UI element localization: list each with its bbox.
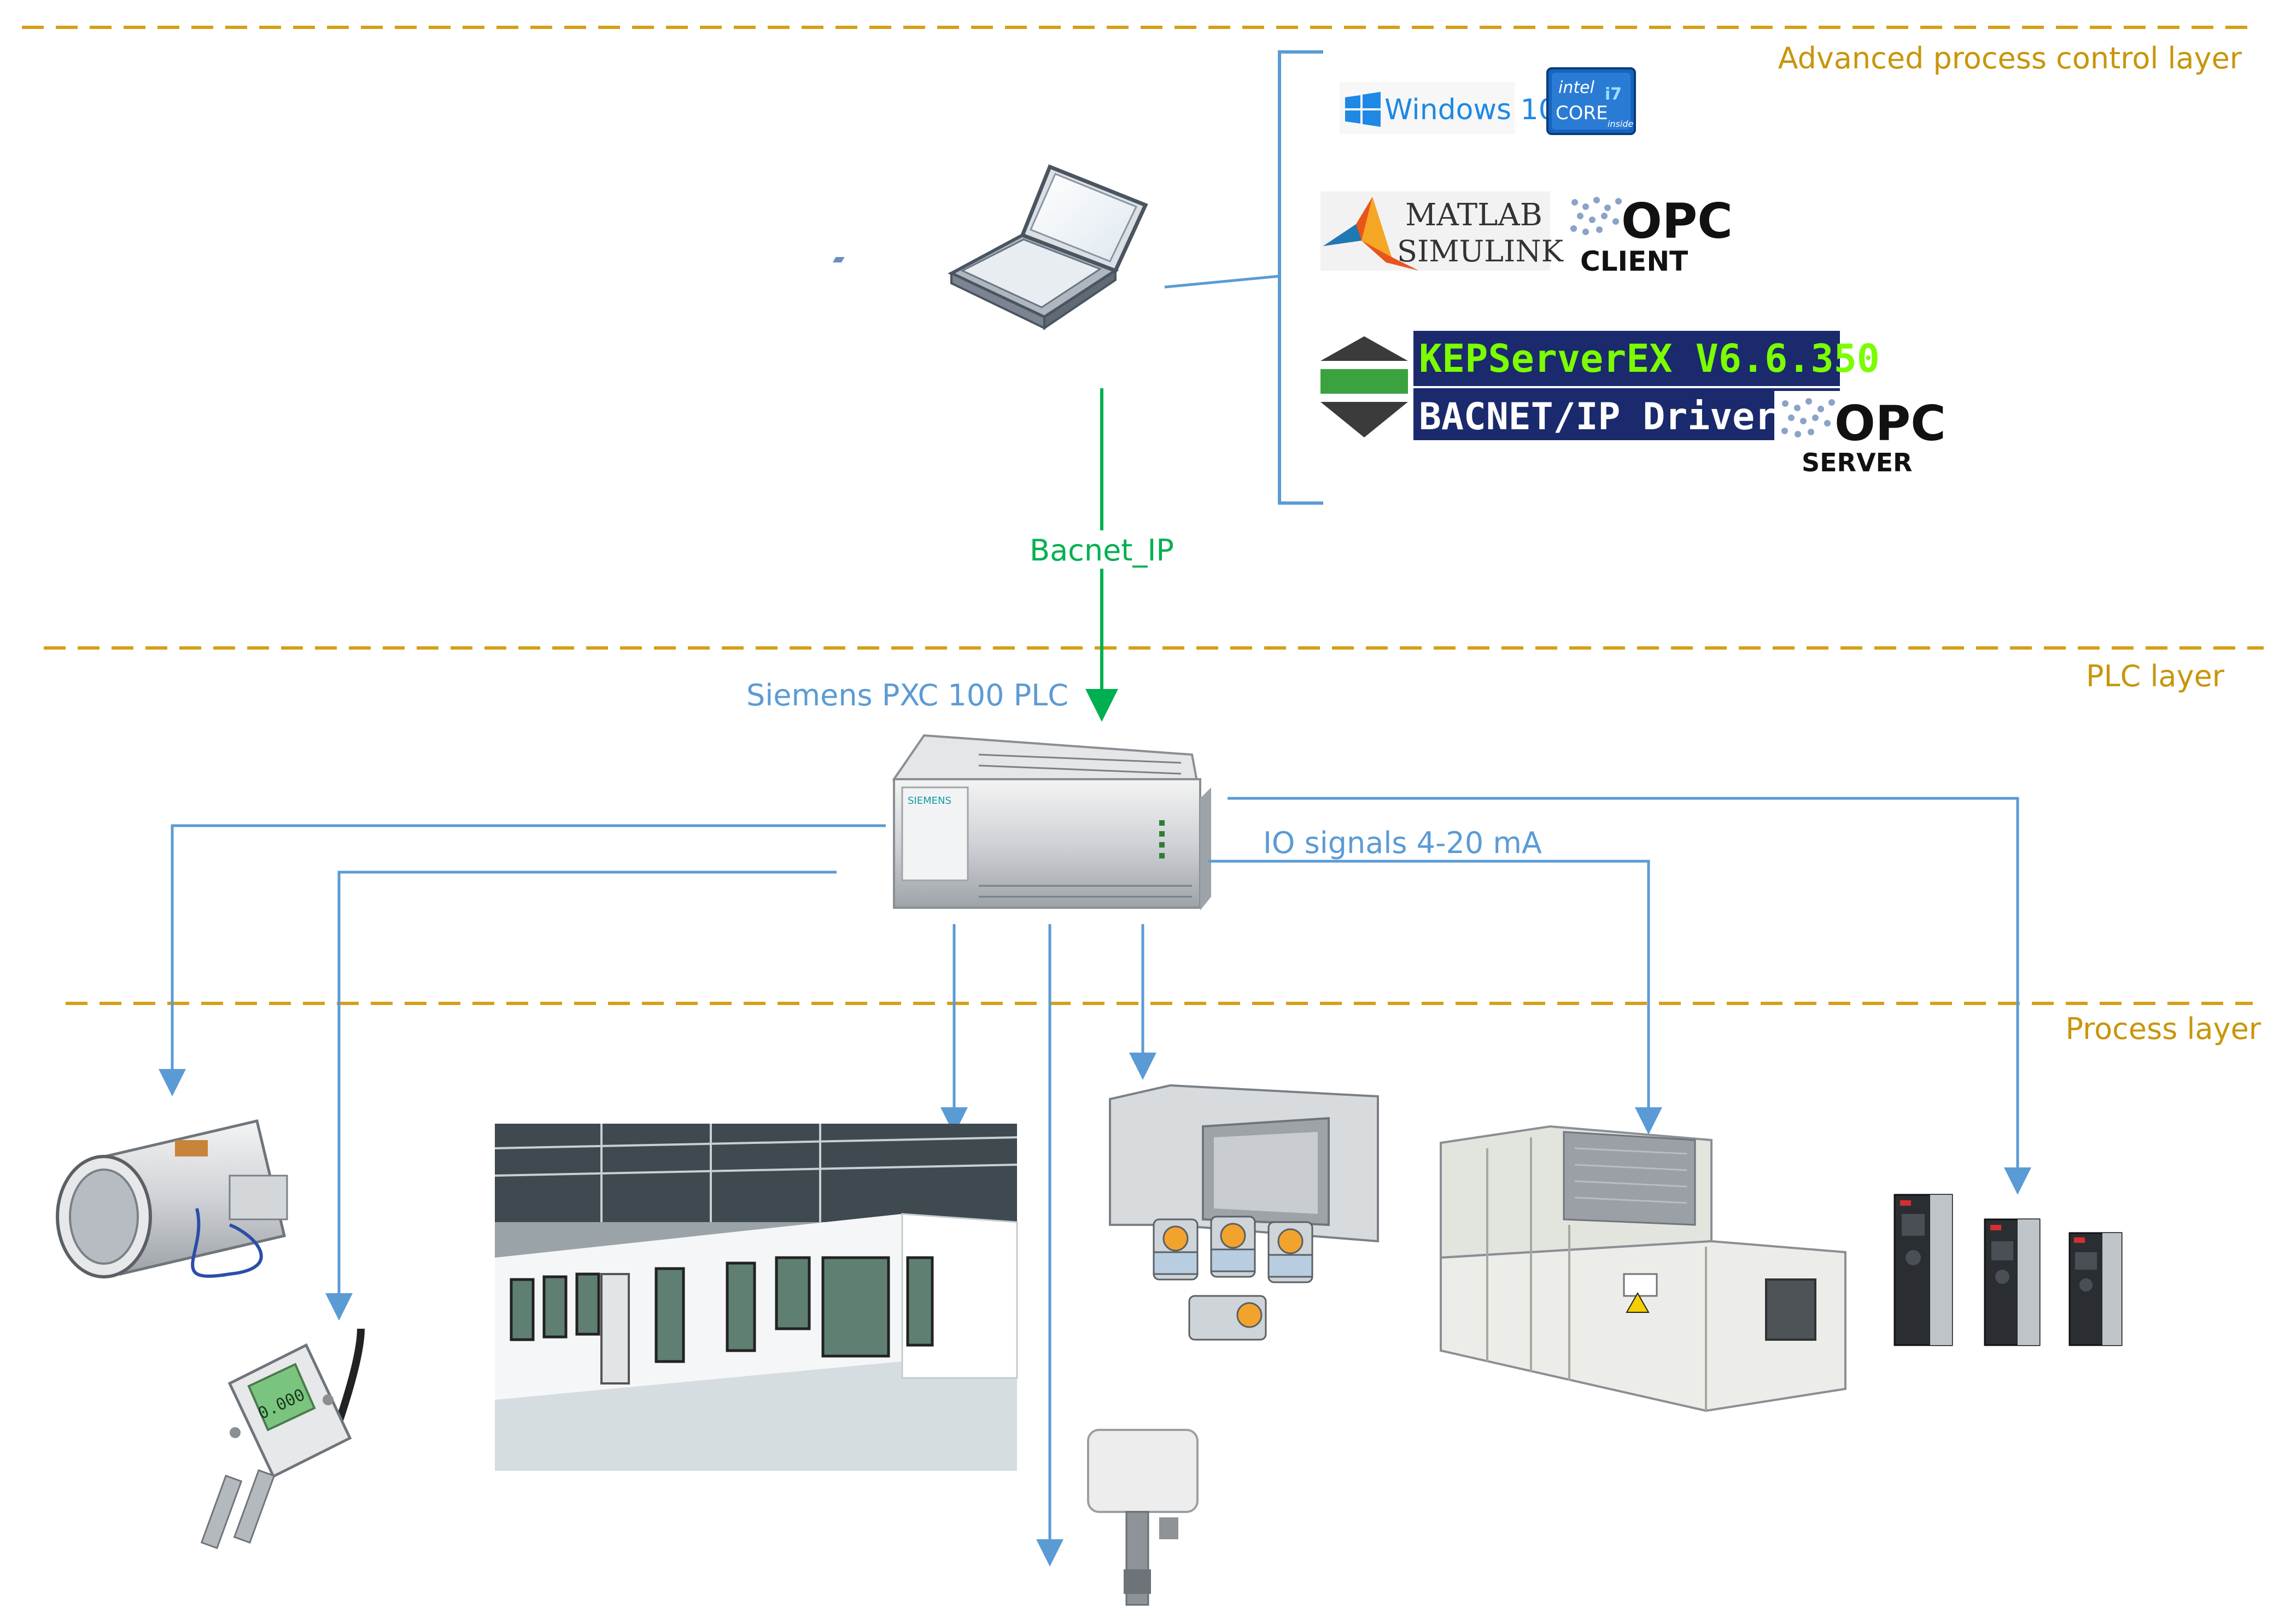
intel-core-i7-badge: intel CORE i7 inside: [1546, 67, 1636, 135]
cleanroom-image: [494, 1124, 1018, 1471]
bacnet-driver-label: BACNET/IP Driver: [1419, 395, 1777, 439]
actuator-units: [1153, 1216, 1313, 1341]
plc-name-label: Siemens PXC 100 PLC: [746, 678, 1068, 712]
io-signal-connectors: [159, 797, 2031, 1567]
opc-client-logo: OPC CLIENT: [1564, 191, 1733, 277]
io-signals-label: IO signals 4-20 mA: [1263, 826, 1542, 860]
link-frequency-drives: [1228, 797, 2031, 1195]
frequency-drives-image: [1894, 1194, 2123, 1346]
windows-flag-icon: [1345, 92, 1381, 127]
link-pressure-transmitter: [325, 871, 837, 1321]
humidity-sensor-image: [1087, 1429, 1199, 1606]
software-bracket: [1278, 50, 1323, 505]
circular-damper-image: [56, 1119, 288, 1278]
simulink-label: SIMULINK: [1397, 234, 1564, 268]
opc-client-label: CLIENT: [1580, 246, 1688, 277]
opc-server-label: SERVER: [1802, 448, 1912, 477]
windows-label: Windows 10: [1384, 94, 1557, 126]
laptop-icon: [832, 164, 1148, 330]
air-handling-unit-image: [1440, 1125, 1846, 1412]
opc-server-dots-pattern: [1781, 398, 1835, 437]
bacnet-label: Bacnet_IP: [1030, 533, 1174, 568]
matlab-label: MATLAB: [1405, 197, 1542, 233]
matlab-simulink-logo: MATLAB SIMULINK: [1320, 191, 1564, 271]
intel-brand-label: intel: [1558, 78, 1595, 97]
opc-client-brand: OPC: [1621, 193, 1733, 249]
intel-inside-label: inside: [1608, 119, 1634, 129]
plc-layer-label: PLC layer: [2086, 659, 2225, 693]
kepserverex-banner: KEPServerEX V6.6.350 BACNET/IP Driver: [1413, 331, 1880, 440]
plc-brand-label: SIEMENS: [908, 795, 951, 807]
laptop-to-software-link: [1164, 274, 1280, 289]
opc-dots-pattern: [1570, 197, 1622, 235]
link-damper: [159, 824, 886, 1096]
siemens-plc-device: SIEMENS: [892, 734, 1211, 910]
link-air-handling-unit: [1208, 860, 1662, 1135]
plc-status-leds: [1159, 820, 1165, 858]
kepserverex-label: KEPServerEX V6.6.350: [1419, 336, 1880, 381]
differential-pressure-transmitter-image: 0.000: [200, 1328, 365, 1550]
cleanroom-windows: [510, 1256, 934, 1363]
windows10-logo: Windows 10: [1340, 82, 1557, 134]
advanced-layer-label: Advanced process control layer: [1778, 41, 2242, 75]
kepware-logo-icon: [1320, 336, 1408, 437]
intel-i7-label: i7: [1605, 85, 1622, 104]
duct-with-actuators-image: [1109, 1084, 1379, 1341]
process-layer-label: Process layer: [2066, 1012, 2261, 1046]
intel-core-label: CORE: [1556, 102, 1608, 124]
opc-server-brand: OPC: [1834, 395, 1946, 452]
layer-separators: [22, 26, 2264, 1005]
matlab-membrane-icon: [1323, 197, 1419, 271]
opc-server-logo: OPC SERVER: [1774, 391, 1949, 478]
